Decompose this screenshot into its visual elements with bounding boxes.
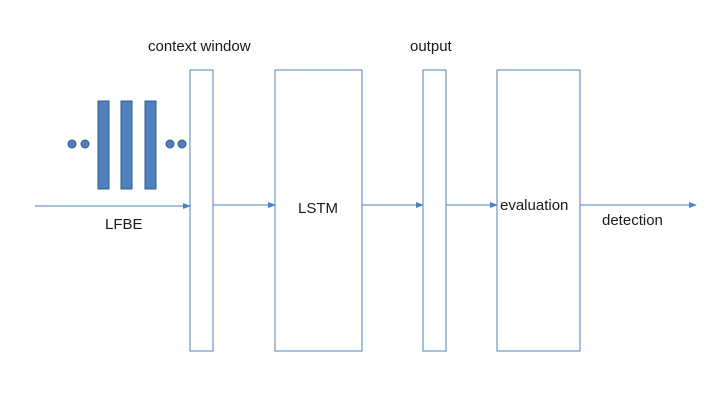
output-label: output [410, 38, 452, 55]
evaluation-block [496, 69, 581, 352]
ellipsis-dot-right-1 [165, 139, 175, 149]
context-window-block [189, 69, 214, 352]
output-block [422, 69, 447, 352]
feature-frames [67, 100, 187, 190]
detection-label: detection [602, 212, 663, 229]
lstm-label: LSTM [298, 200, 339, 217]
feature-frame-3 [144, 100, 157, 190]
evaluation-label: evaluation [500, 197, 569, 214]
feature-frame-2 [120, 100, 133, 190]
feature-frame-1 [97, 100, 110, 190]
lfbe-label: LFBE [105, 216, 143, 233]
ellipsis-dot-right-2 [177, 139, 187, 149]
context-window-label: context window [148, 38, 251, 55]
lstm-block [274, 69, 363, 352]
ellipsis-dot-left-1 [67, 139, 77, 149]
ellipsis-dot-left-2 [80, 139, 90, 149]
